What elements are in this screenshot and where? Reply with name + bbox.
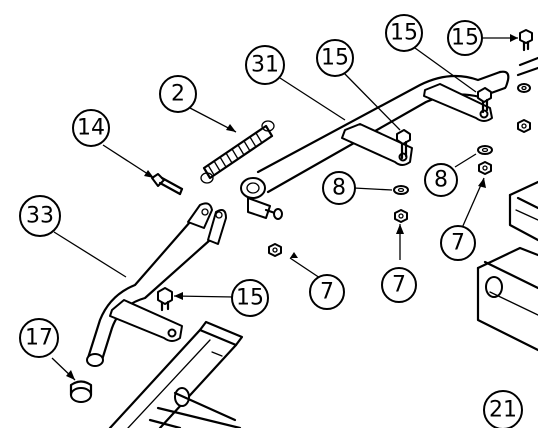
nut-7-b (394, 209, 408, 223)
callout-15-c: 15 (447, 20, 483, 56)
washer-8-a (393, 185, 409, 195)
callout-8-b: 8 (424, 163, 458, 197)
callout-15-d: 15 (231, 279, 269, 317)
callout-15-b-label: 15 (390, 21, 418, 46)
callout-7-a: 7 (309, 274, 345, 310)
callout-2-label: 2 (171, 82, 185, 107)
callout-14-label: 14 (77, 116, 105, 141)
bolt-15-c (519, 29, 533, 52)
arrowheads (66, 34, 518, 380)
callout-14: 14 (72, 109, 110, 147)
callout-2: 2 (159, 75, 197, 113)
callout-33: 33 (19, 195, 61, 237)
callout-15-d-label: 15 (236, 286, 264, 311)
handle-33 (86, 202, 227, 367)
pin-14 (151, 173, 184, 196)
callout-21: 21 (483, 390, 523, 428)
callout-17-label: 17 (25, 326, 53, 351)
right-frame (476, 56, 538, 352)
callout-15-b: 15 (385, 14, 423, 52)
washer-8-b (477, 145, 493, 155)
callout-7-b-label: 7 (392, 273, 406, 298)
main-frame (108, 320, 244, 428)
nut-7-a (268, 243, 282, 257)
handle-tube-31 (240, 70, 510, 220)
callout-31-label: 31 (251, 53, 279, 78)
callout-17: 17 (19, 318, 59, 358)
callout-15-c-label: 15 (451, 26, 479, 51)
callout-7-a-label: 7 (320, 280, 334, 305)
callout-8-a-label: 8 (332, 176, 346, 201)
end-cap-17 (69, 380, 93, 403)
bolt-15-b (477, 87, 492, 114)
callout-8-b-label: 8 (434, 168, 448, 193)
callout-15-a: 15 (316, 39, 354, 77)
callout-21-label: 21 (489, 398, 517, 423)
nut-7-c (478, 161, 492, 175)
callout-7-c: 7 (440, 225, 476, 261)
callout-31: 31 (245, 45, 285, 85)
callout-7-b: 7 (381, 267, 417, 303)
bolt-15-d (157, 287, 173, 312)
nut-right (517, 119, 531, 133)
callout-15-a-label: 15 (321, 46, 349, 71)
callout-33-label: 33 (26, 204, 54, 229)
callout-8-a: 8 (322, 171, 356, 205)
callout-7-c-label: 7 (451, 231, 465, 256)
washer-right (517, 83, 531, 93)
spring-2 (200, 120, 275, 184)
bolt-15-a (396, 129, 411, 160)
